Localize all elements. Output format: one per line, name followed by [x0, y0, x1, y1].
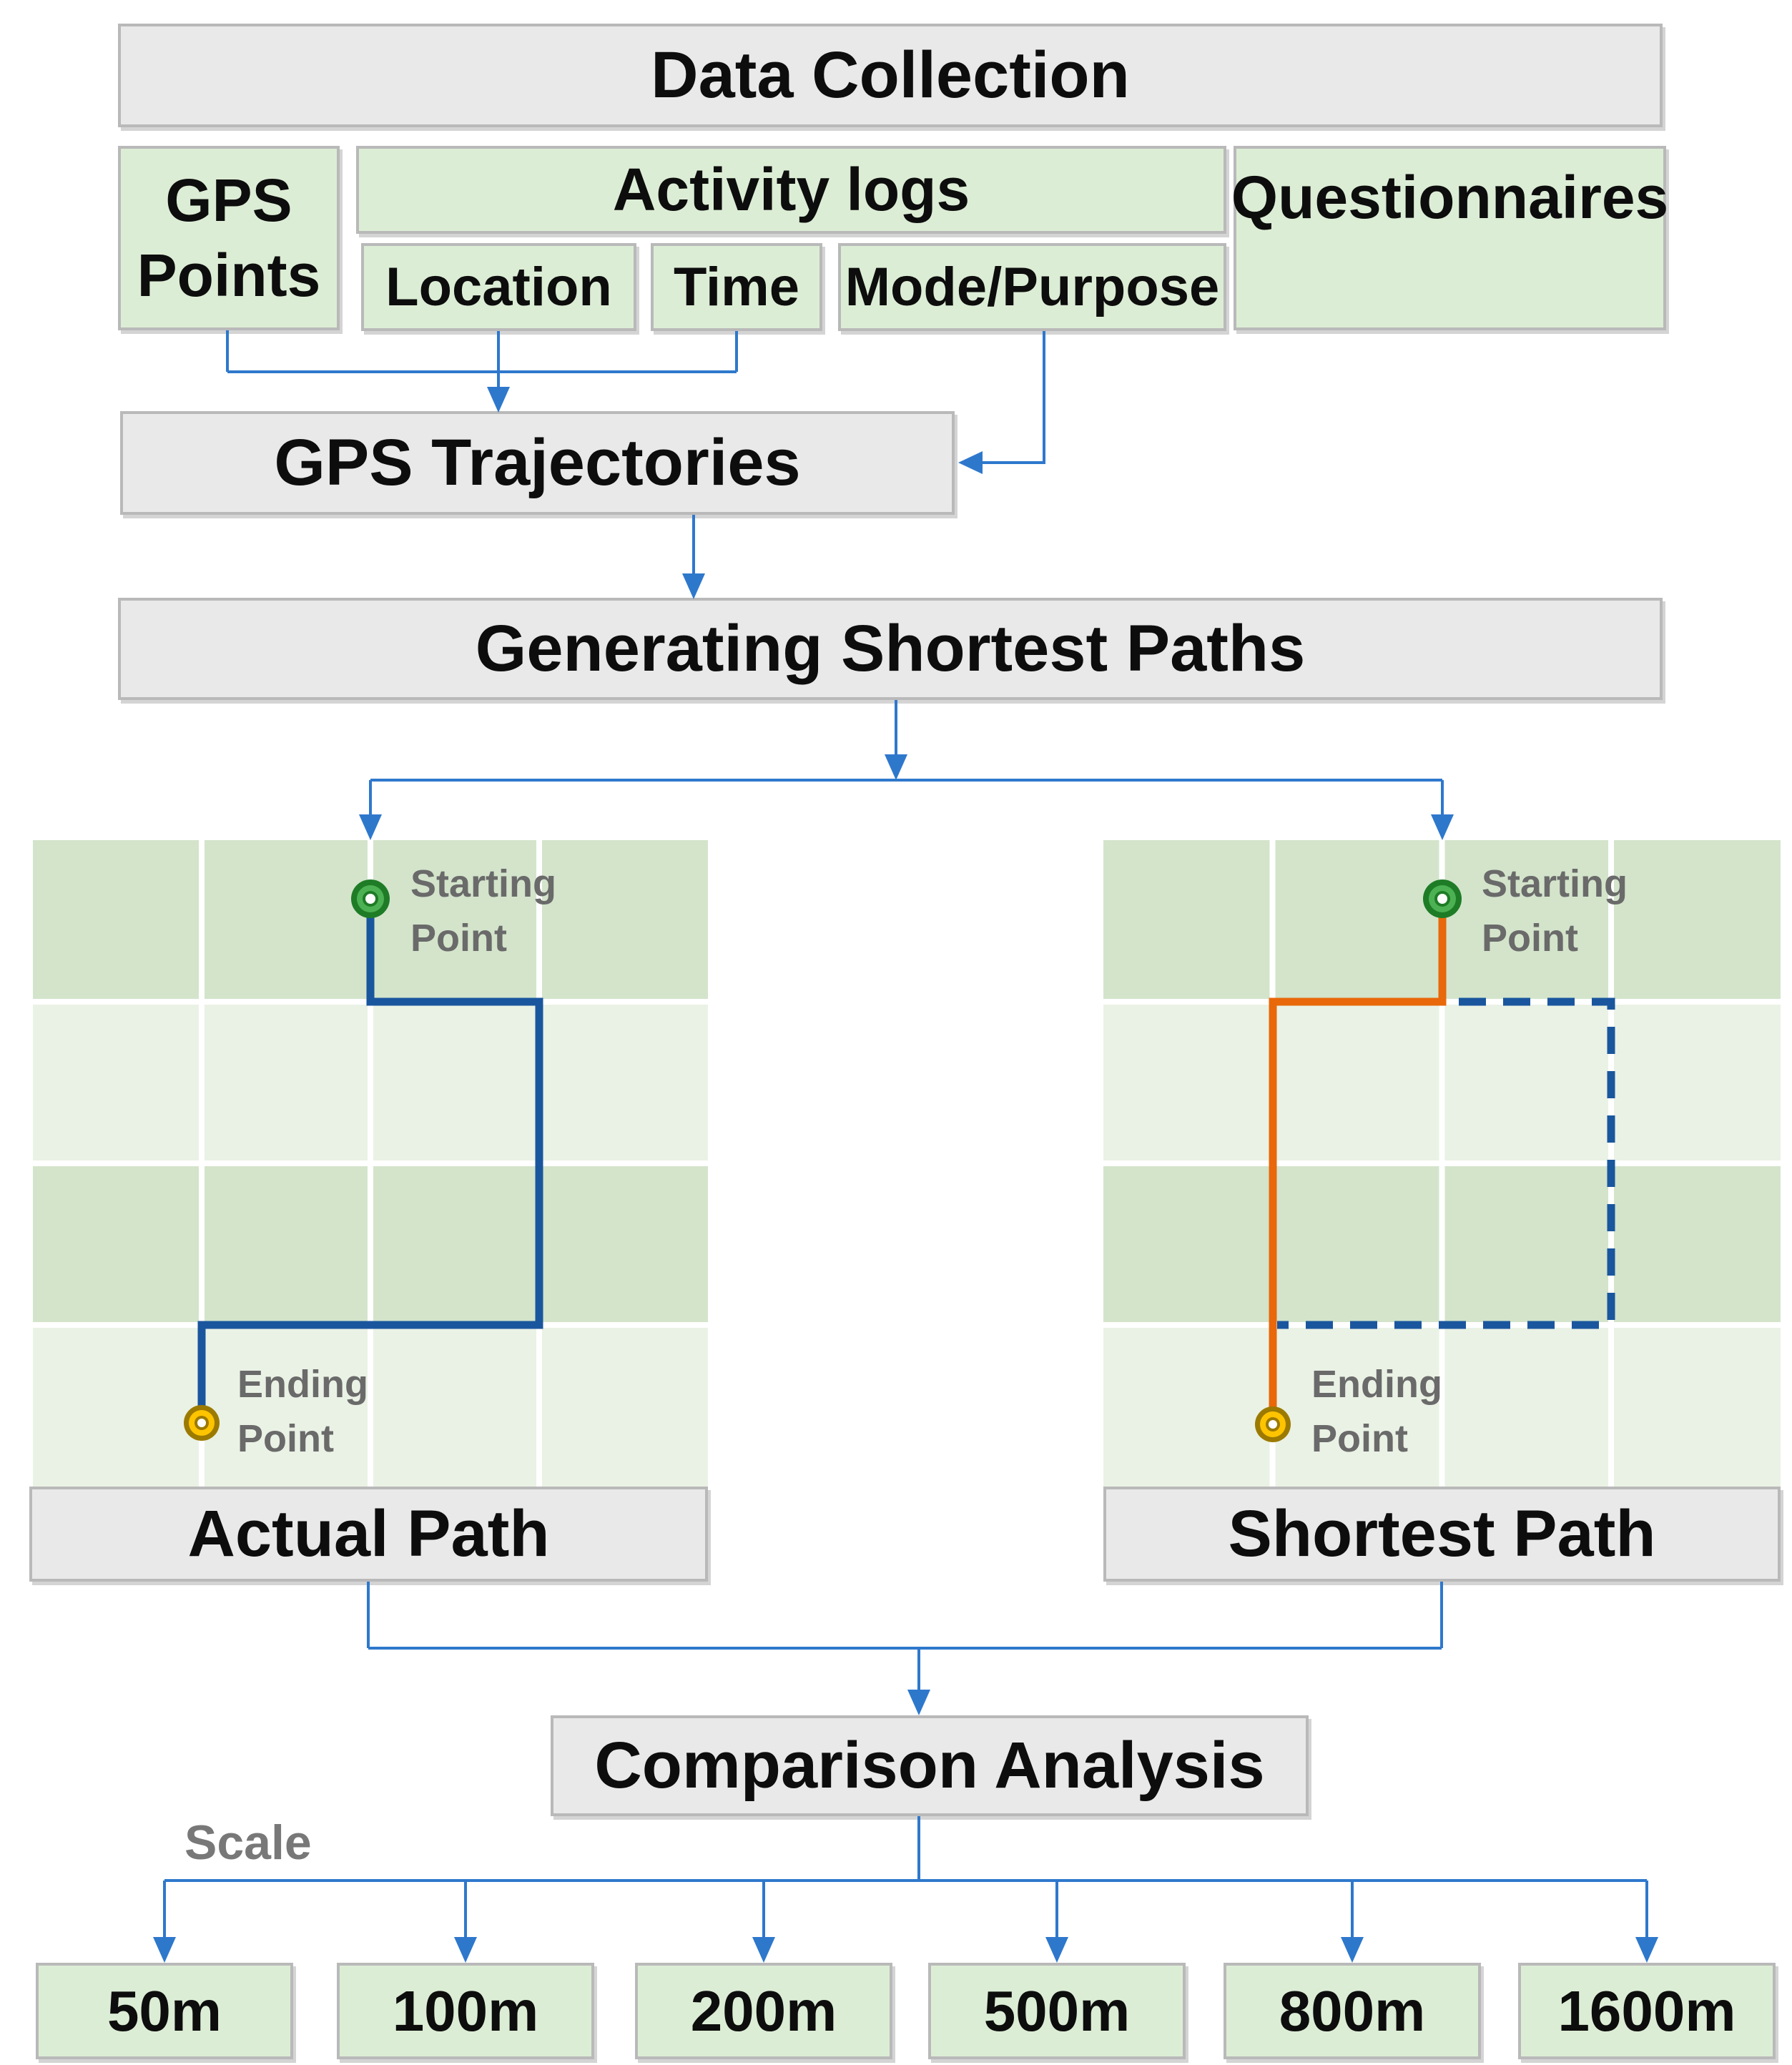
actual-path-title-box: Actual Path	[29, 1487, 708, 1582]
arrow-into-trajectories-right	[958, 451, 983, 474]
actual-start-label: Starting Point	[410, 862, 557, 960]
arrow-to-shortest-grid	[1431, 814, 1454, 840]
location-label: Location	[385, 257, 612, 317]
arrow-scale-200	[752, 1937, 775, 1963]
generating-shortest-paths-label: Generating Shortest Paths	[475, 612, 1306, 685]
shortest-start-label: Starting Point	[1482, 862, 1628, 960]
location-box: Location	[361, 243, 636, 331]
arrow-to-generating	[682, 573, 705, 599]
wire-mode-purpose	[981, 331, 1045, 464]
gps-points-label: GPS Points	[137, 167, 321, 309]
arrow-scale-50	[153, 1937, 176, 1963]
mode-purpose-label: Mode/Purpose	[845, 257, 1220, 317]
scale-box-50m: 50m	[36, 1963, 293, 2059]
questionnaires-label: Questionnaires	[1231, 164, 1669, 231]
shortest-path-title-box: Shortest Path	[1103, 1487, 1781, 1582]
scale-label: Scale	[184, 1815, 312, 1870]
gps-points-box: GPS Points	[118, 146, 340, 330]
comparison-analysis-box: Comparison Analysis	[551, 1715, 1309, 1816]
arrow-to-trajectories	[487, 387, 510, 413]
actual-end-label: Ending Point	[237, 1363, 368, 1460]
generating-shortest-paths-box: Generating Shortest Paths	[118, 598, 1663, 700]
gps-trajectories-label: GPS Trajectories	[274, 426, 801, 499]
time-label: Time	[673, 257, 799, 317]
comparison-analysis-label: Comparison Analysis	[594, 1729, 1265, 1802]
scale-box-1600m: 1600m	[1518, 1963, 1776, 2059]
actual-path-grid	[33, 840, 708, 1487]
questionnaires-box: Questionnaires	[1231, 146, 1669, 330]
arrow-scale-1600	[1635, 1937, 1658, 1963]
arrow-to-actual-grid	[359, 814, 382, 840]
mode-purpose-box: Mode/Purpose	[838, 243, 1226, 331]
shortest-path-title: Shortest Path	[1228, 1497, 1656, 1570]
time-box: Time	[651, 243, 822, 331]
arrow-scale-100	[454, 1937, 477, 1963]
scale-box-500m: 500m	[928, 1963, 1186, 2059]
activity-logs-box: Activity logs	[356, 146, 1226, 234]
arrow-to-comparison	[907, 1690, 930, 1715]
arrow-scale-800	[1341, 1937, 1364, 1963]
scale-box-100m: 100m	[337, 1963, 594, 2059]
scale-box-200m: 200m	[635, 1963, 892, 2059]
gps-trajectories-box: GPS Trajectories	[120, 411, 955, 515]
arrow-scale-500	[1045, 1937, 1068, 1963]
data-collection-box: Data Collection	[118, 24, 1663, 127]
scale-box-800m: 800m	[1224, 1963, 1481, 2059]
actual-path-title: Actual Path	[187, 1497, 550, 1570]
arrow-to-splitter	[885, 754, 907, 780]
data-collection-label: Data Collection	[651, 39, 1130, 112]
activity-logs-label: Activity logs	[612, 156, 970, 223]
shortest-end-label: Ending Point	[1311, 1363, 1442, 1460]
